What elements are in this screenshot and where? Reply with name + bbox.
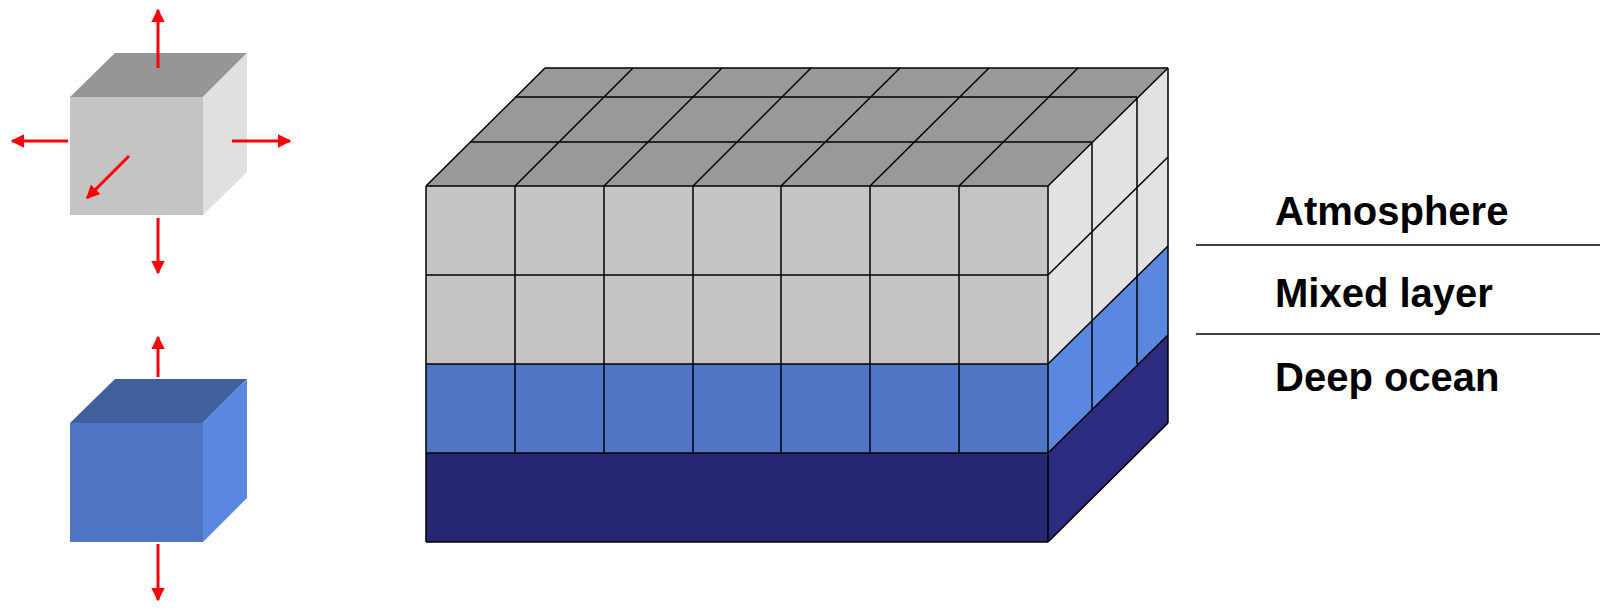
ocean-cell xyxy=(70,379,247,542)
layer-label: Mixed layer xyxy=(1275,273,1493,313)
layer-label: Deep ocean xyxy=(1275,357,1500,397)
layer-label: Atmosphere xyxy=(1275,191,1508,231)
flux-arrows xyxy=(12,10,290,273)
atmosphere-cell xyxy=(70,53,247,215)
separator-lines xyxy=(1196,245,1600,334)
flux-arrows xyxy=(157,337,160,600)
grid-block xyxy=(426,68,1168,542)
